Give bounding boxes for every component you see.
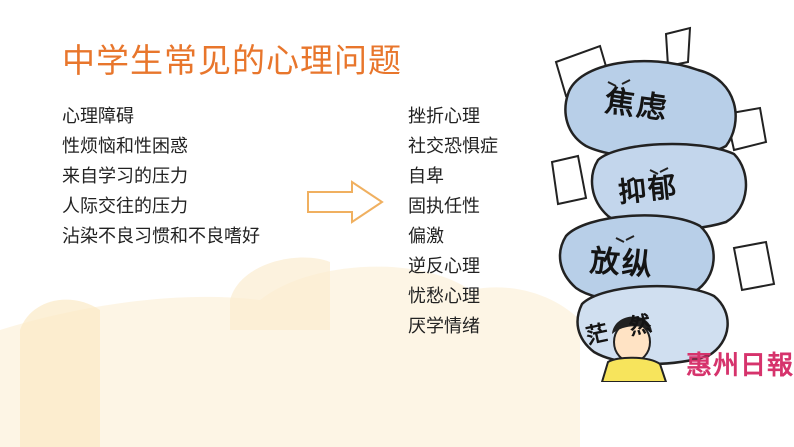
list-item: 沾染不良习惯和不良嗜好 [62, 226, 260, 247]
list-item: 自卑 [408, 166, 444, 187]
right-problem-list: 挫折心理 社交恐惧症 自卑 固执任性 偏激 逆反心理 忧愁心理 厌学情绪 [408, 102, 498, 342]
list-item: 固执任性 [408, 196, 480, 217]
stone-label-depression: 抑郁 [616, 169, 680, 210]
list-item: 忧愁心理 [408, 286, 480, 307]
list-item: 性烦恼和性困惑 [62, 136, 188, 157]
list-item: 偏激 [408, 226, 444, 247]
left-problem-list: 心理障碍 性烦恼和性困惑 来自学习的压力 人际交往的压力 沾染不良习惯和不良嗜好 [62, 102, 260, 252]
list-item: 逆反心理 [408, 256, 480, 277]
stone-label-indulgence: 放纵 [588, 243, 655, 284]
list-item: 来自学习的压力 [62, 166, 188, 187]
list-item: 心理障碍 [62, 106, 134, 127]
list-item: 社交恐惧症 [408, 136, 498, 157]
stone-label-anxiety: 焦虑 [602, 83, 671, 128]
newspaper-watermark-logo: 惠州日報 [686, 351, 794, 381]
stacked-stones-cartoon [550, 26, 776, 382]
list-item: 厌学情绪 [408, 316, 480, 337]
right-arrow-icon [307, 180, 384, 224]
list-item: 人际交往的压力 [62, 196, 188, 217]
page-title: 中学生常见的心理问题 [62, 41, 402, 80]
list-item: 挫折心理 [408, 106, 480, 127]
